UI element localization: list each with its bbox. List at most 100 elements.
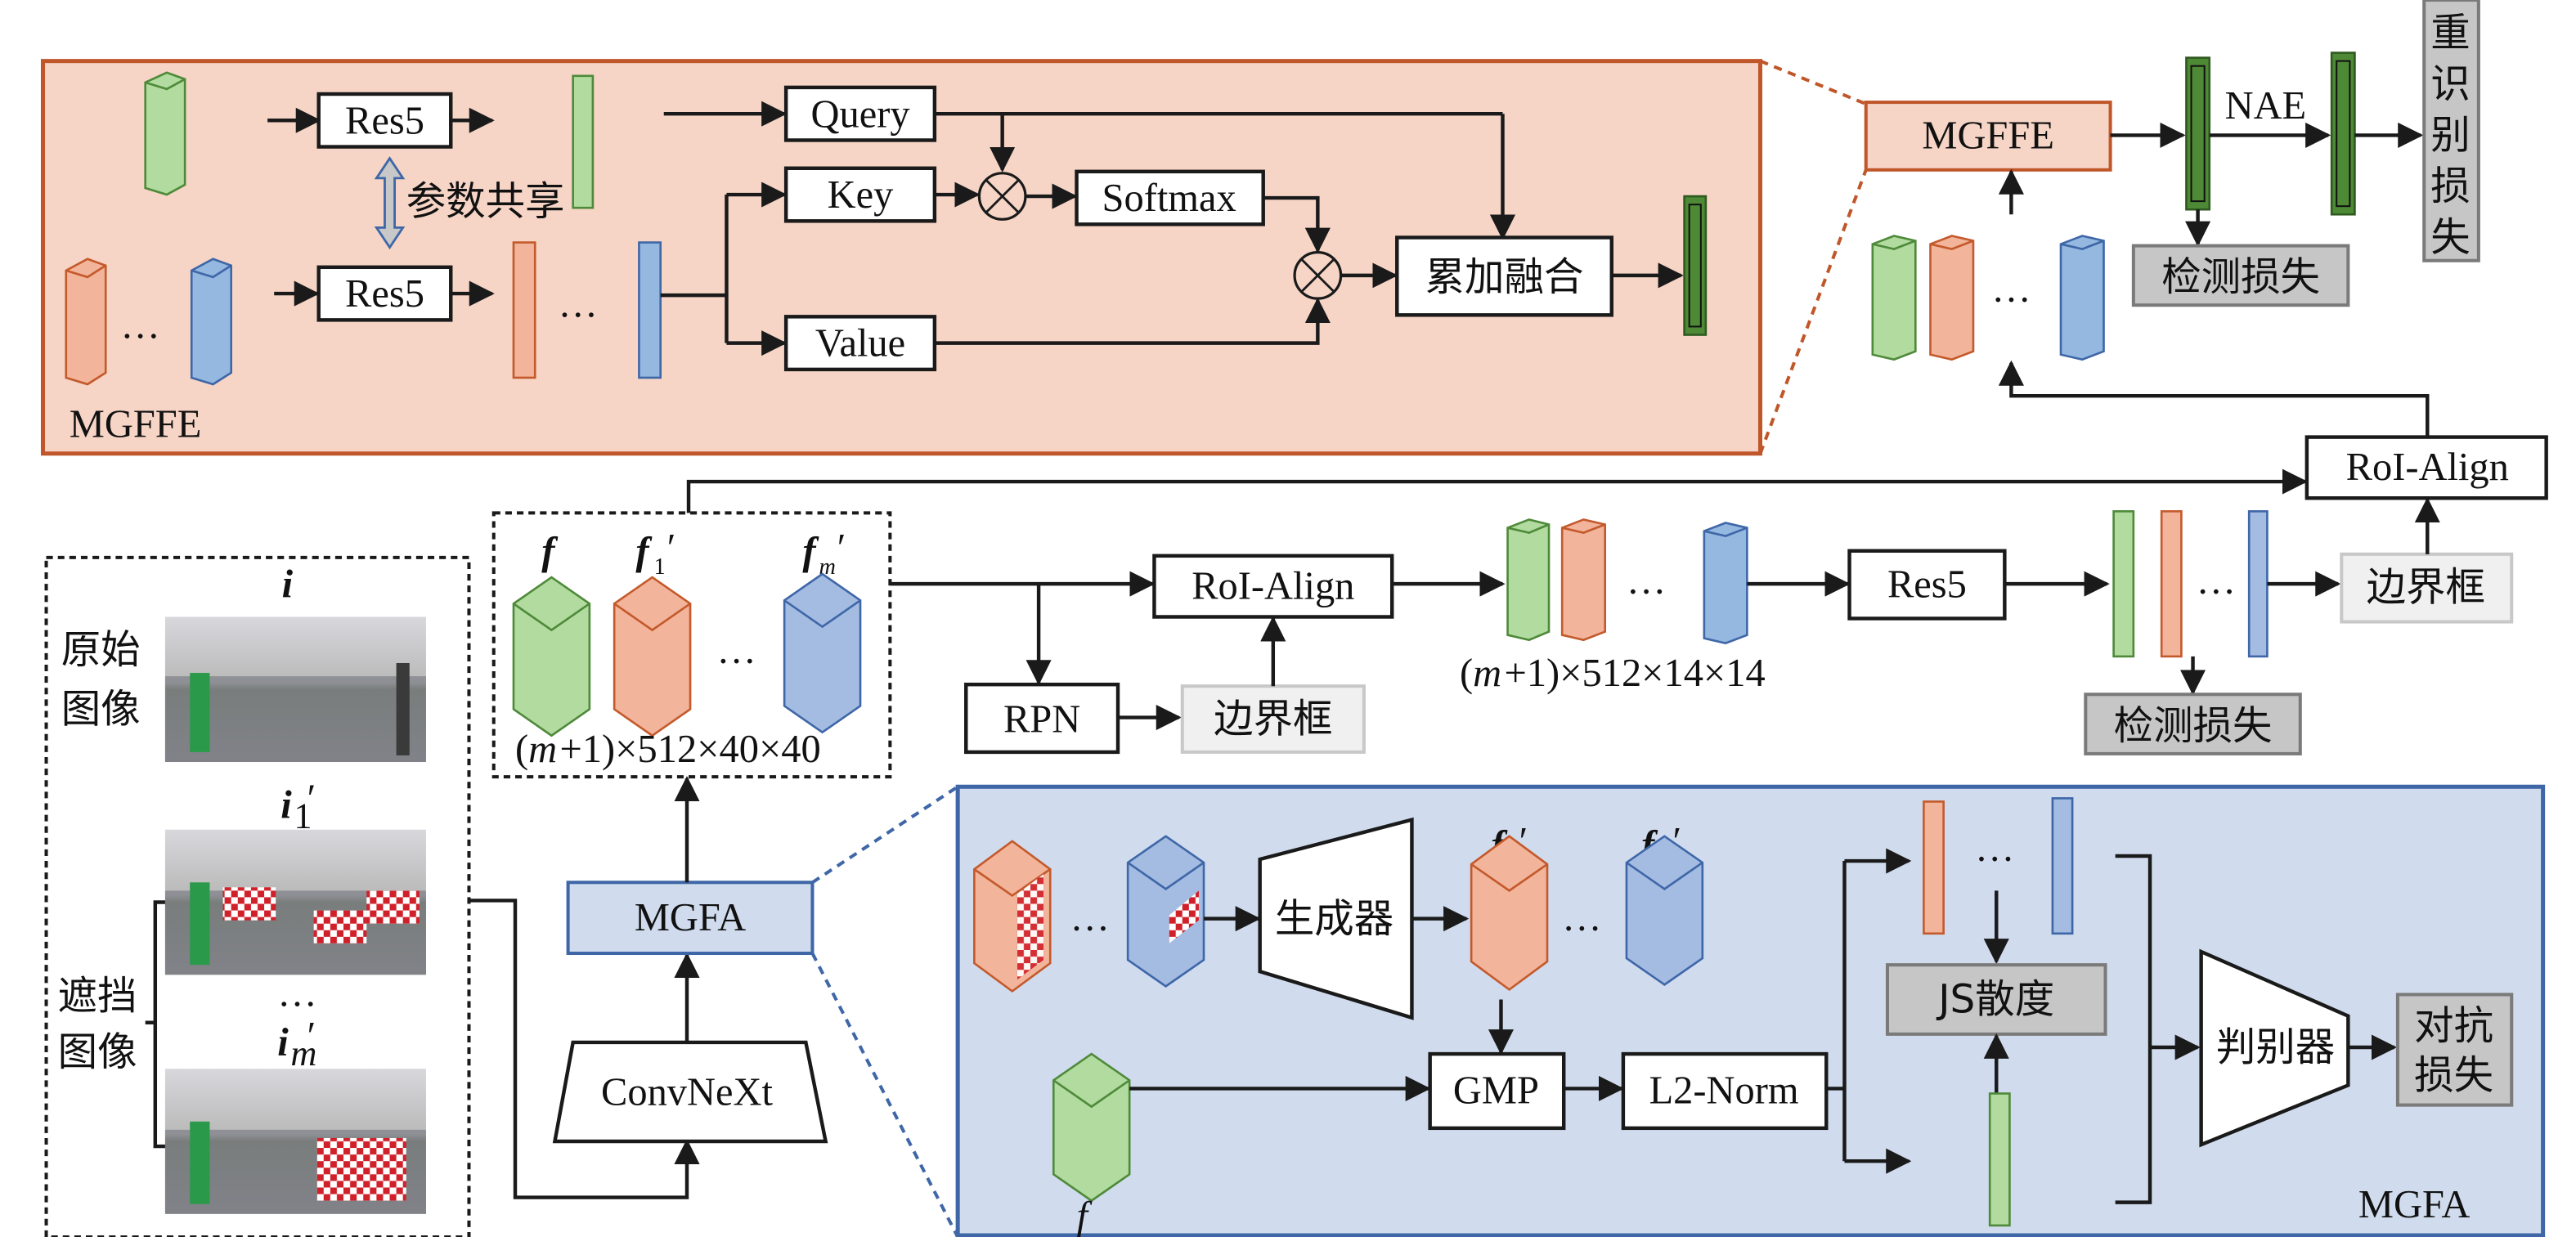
fusion-box	[1395, 235, 1613, 317]
reference-green-cube	[1052, 1052, 1131, 1203]
arrow	[1263, 195, 1331, 253]
green-vector-bar	[1988, 1092, 2011, 1227]
prime-mark: ′	[1672, 820, 1681, 863]
occluded-image-m-sub: m	[290, 1033, 316, 1073]
dark-green-feature-bar	[2185, 56, 2211, 211]
occlusion-patch	[366, 890, 420, 924]
input-panel-frame	[44, 555, 471, 1237]
zoom-connector	[1759, 59, 1867, 105]
bracket	[2115, 854, 2152, 1204]
l2norm-label: L2-Norm	[1649, 1069, 1799, 1113]
prime-mark: ′	[1519, 820, 1528, 863]
dims-m: m	[528, 728, 557, 771]
feature-f1-sub: 1	[654, 554, 666, 580]
dark-green-output-bar	[1683, 195, 1708, 336]
mgfa-panel: … 生成器 f 1 ′ … f m ′ f GM	[955, 784, 2546, 1237]
occlusion-patch	[313, 910, 367, 943]
feature-dims-label: +1)×512×40×40	[560, 728, 821, 771]
occluded-image-label: 图像	[58, 1029, 137, 1075]
blue-vector-bar	[2051, 797, 2074, 935]
mgfa-box-label: MGFA	[635, 896, 746, 939]
js-divergence-box	[1885, 963, 2107, 1036]
det-loss-label: 检测损失	[2161, 254, 2320, 300]
mgffe-box-label: MGFFE	[1922, 114, 2054, 158]
res5-top-box	[316, 92, 453, 149]
generated-orange-cube	[1470, 835, 1549, 992]
reid-loss-char: 损	[2430, 164, 2470, 209]
ellipsis: …	[1562, 896, 1601, 939]
roi-align-top-label: RoI-Align	[2346, 446, 2509, 489]
ellipsis: …	[1991, 267, 2031, 311]
orange-feature-cube	[613, 576, 692, 737]
key-label: Key	[828, 173, 894, 217]
orange-vector-bar	[512, 241, 536, 379]
param-share-arrow-icon	[374, 156, 406, 250]
bbox2-label: 边界框	[2367, 564, 2485, 610]
orig-image-label: 原始	[61, 627, 141, 673]
detection-branch: RoI-Align RPN 边界框 … ( m +1)×512×14×14 Re…	[964, 497, 2514, 755]
occluded-image-label: 遮挡	[58, 974, 137, 1020]
reid-loss-char: 重	[2430, 11, 2470, 56]
det-loss-box	[2131, 244, 2350, 307]
js-divergence-label: JS散度	[1936, 977, 2054, 1023]
occlusion-patch	[222, 887, 276, 921]
input-images-panel: i 原始 图像 i 1 ′ … i m ′	[44, 555, 471, 1237]
green-feature-block	[1871, 235, 1917, 361]
zoom-connector	[810, 952, 959, 1237]
reid-branch: MGFFE NAE 重 识 别 损 失 检测损失 …	[1864, 0, 2548, 500]
mgffe-box	[1864, 101, 2112, 172]
feature-maps-box: f f 1 ′ f m ′ … ( m +1)×512×40×40	[491, 511, 892, 779]
original-image	[164, 616, 426, 763]
bbox2-box	[2340, 552, 2514, 624]
res5-label: Res5	[1887, 562, 1967, 606]
arrow	[934, 298, 1331, 345]
mgfa-panel-title: MGFA	[2358, 1183, 2470, 1226]
gmp-box	[1428, 1051, 1566, 1131]
mgfa-box	[566, 881, 815, 956]
generated-blue-cube	[1625, 835, 1704, 986]
feature-f1-label: f	[635, 530, 653, 573]
det-loss-box	[2084, 692, 2302, 755]
blue-feature-block	[2059, 235, 2105, 361]
roi-align-top-box	[2304, 435, 2548, 500]
query-box	[783, 85, 937, 142]
blue-vector-bar	[2247, 510, 2269, 658]
orange-feature-block	[1560, 518, 1607, 642]
blue-feature-block	[1703, 522, 1748, 645]
dark-green-feature-bar	[2330, 52, 2356, 216]
feature-f-label: f	[541, 530, 559, 573]
bbox-label: 边界框	[1214, 697, 1332, 742]
det-loss-label: 检测损失	[2114, 703, 2273, 749]
reid-loss-char: 别	[2430, 113, 2470, 159]
green-vector-bar	[2112, 510, 2135, 658]
ellipsis: …	[716, 629, 756, 672]
blue-feature-cube	[783, 572, 862, 734]
l2norm-box	[1621, 1051, 1829, 1131]
prime-mark: ′	[307, 778, 316, 821]
occluded-bracket	[153, 900, 165, 1149]
orig-image-symbol: i	[282, 562, 294, 606]
prime-mark: ′	[667, 527, 676, 570]
adversarial-loss-label: 损失	[2414, 1052, 2493, 1098]
ellipsis: …	[277, 972, 316, 1015]
ellipsis: …	[559, 282, 598, 325]
nae-label: NAE	[2225, 84, 2307, 128]
fusion-label: 累加融合	[1425, 254, 1584, 300]
occlusion-patch	[316, 1137, 406, 1201]
occluded-orange-cube	[973, 840, 1052, 993]
reid-loss-box	[2422, 0, 2480, 262]
res5-bottom-label: Res5	[345, 272, 424, 316]
query-label: Query	[810, 92, 910, 136]
orig-image-label: 图像	[61, 687, 141, 733]
softmax-box	[1075, 169, 1265, 226]
gmp-label: GMP	[1453, 1069, 1539, 1113]
green-feature-cube	[512, 576, 591, 737]
roi-dims-label: +1)×512×14×14	[1505, 652, 1766, 695]
res5-top-label: Res5	[345, 99, 424, 142]
occluded-image-1-sub: 1	[294, 796, 312, 836]
ellipsis: …	[120, 304, 159, 347]
mgffe-panel: Res5 参数共享 … Res5 …	[40, 59, 1763, 456]
adversarial-loss-box	[2395, 993, 2514, 1107]
ellipsis: …	[1070, 896, 1109, 939]
